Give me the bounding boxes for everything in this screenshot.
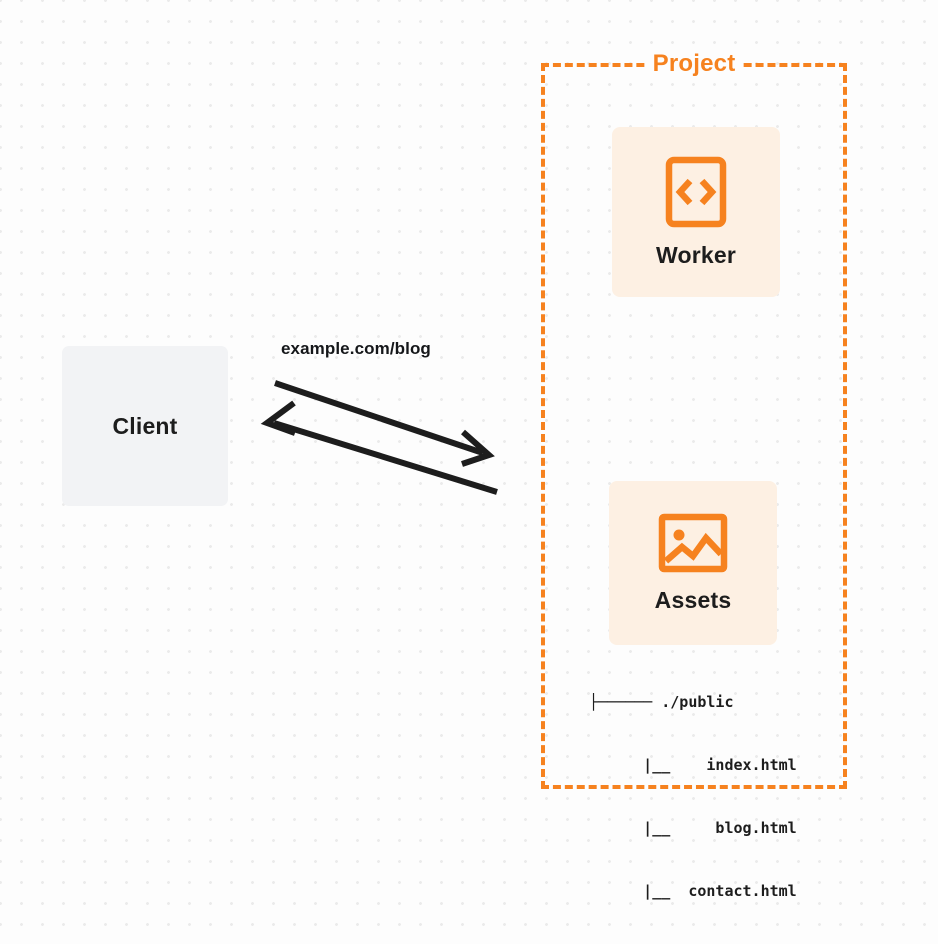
connection-arrows — [260, 380, 498, 495]
request-arrow — [274, 380, 495, 467]
project-title: Project — [645, 50, 743, 78]
project-container: Project — [541, 50, 847, 789]
code-brackets-icon — [665, 156, 727, 228]
diagram-canvas: Client example.com/blog Project Worker — [62, 50, 847, 900]
file-tree-line: |__ blog.html — [589, 819, 797, 837]
file-tree-line: ├────── ./public — [589, 693, 734, 711]
worker-label: Worker — [655, 241, 737, 268]
file-tree-line: |__ index.html — [589, 756, 797, 774]
assets-label: Assets — [654, 586, 732, 613]
client-node[interactable]: Client — [62, 346, 228, 506]
client-label: Client — [112, 412, 178, 439]
worker-node[interactable]: Worker — [612, 127, 780, 297]
response-arrow — [260, 400, 498, 495]
connection-url-label: example.com/blog — [281, 339, 431, 358]
image-icon — [658, 513, 728, 573]
file-tree-line: |__ contact.html — [589, 882, 797, 900]
assets-node[interactable]: Assets — [609, 481, 777, 645]
assets-file-tree: ├────── ./public |__ index.html |__ blog… — [589, 650, 797, 944]
